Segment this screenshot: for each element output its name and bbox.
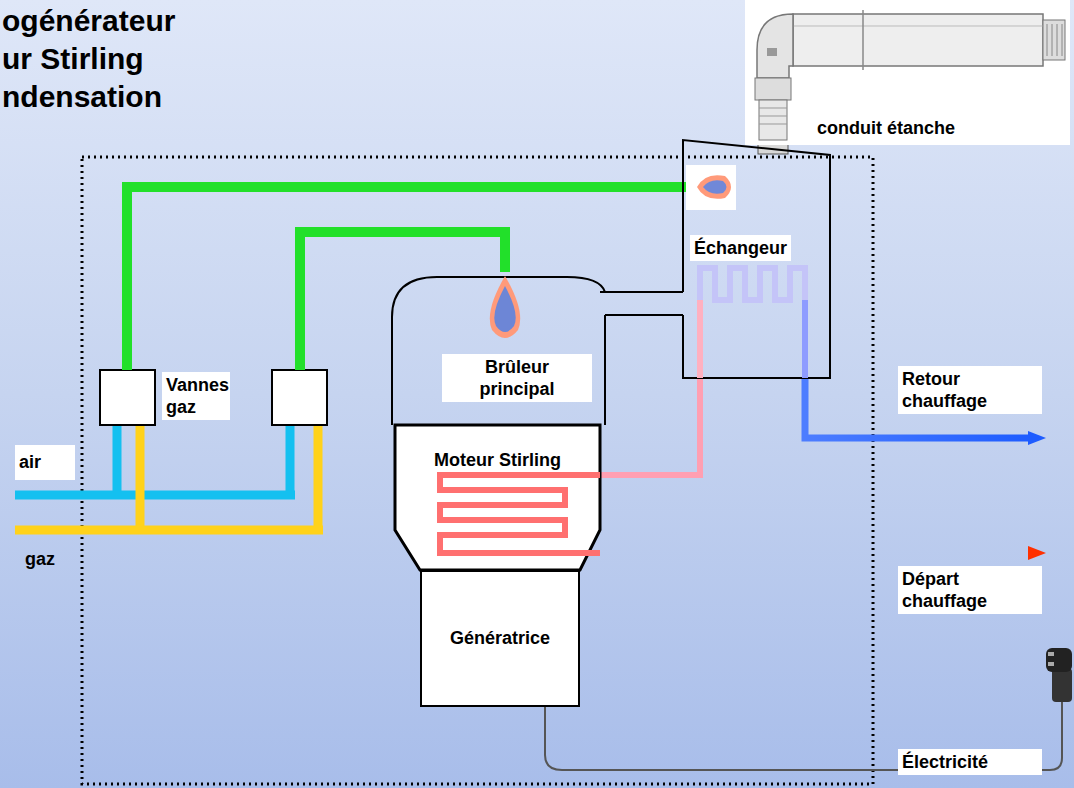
flame-symbol bbox=[490, 276, 520, 338]
component-box: Échangeur bbox=[683, 140, 830, 378]
plug-icon bbox=[1046, 648, 1072, 702]
node-label: conduit étanche bbox=[817, 117, 1067, 139]
mixture-pipe bbox=[300, 232, 505, 370]
arrow-head bbox=[1028, 431, 1046, 445]
diagram-title: ogénérateur ur Stirling ndensation bbox=[2, 2, 207, 116]
flame-symbol bbox=[697, 175, 731, 199]
system-boundary bbox=[82, 157, 873, 784]
component-box: Brûleur principal bbox=[392, 272, 605, 425]
node-outline bbox=[395, 425, 600, 570]
flue-duct bbox=[600, 292, 683, 315]
node-label: Brûleur principal bbox=[442, 354, 592, 402]
component-box: Moteur Stirling bbox=[395, 425, 600, 570]
gas-line bbox=[15, 425, 323, 530]
node-outline bbox=[392, 272, 605, 425]
stirling-coil bbox=[440, 475, 600, 553]
burner-chamber bbox=[392, 277, 605, 425]
component-box: conduit étanche bbox=[745, 0, 1070, 145]
node-label: Moteur Stirling bbox=[395, 449, 600, 471]
mixture-pipe bbox=[127, 187, 686, 370]
depart-pipe bbox=[600, 550, 1030, 557]
gas-valve bbox=[272, 370, 327, 425]
flame-patch bbox=[686, 165, 736, 210]
node-label: Échangeur bbox=[690, 235, 791, 261]
part-label: Retour chauffage bbox=[898, 366, 1042, 414]
arrow-head bbox=[1028, 546, 1046, 560]
flame-symbol bbox=[494, 286, 515, 332]
water-pipe bbox=[600, 378, 700, 475]
water-pipe bbox=[802, 300, 808, 378]
exchanger-outline bbox=[683, 140, 830, 378]
part-label: Vannes gaz bbox=[162, 372, 230, 420]
node-label: Génératrice bbox=[422, 627, 578, 649]
part-label: gaz bbox=[25, 548, 85, 570]
exchanger-coil bbox=[700, 268, 805, 300]
stirling-housing bbox=[395, 425, 600, 570]
part-label: Départ chauffage bbox=[898, 566, 1042, 614]
air-line bbox=[15, 425, 295, 495]
water-pipe bbox=[697, 300, 703, 378]
part-label: Électricité bbox=[898, 749, 1042, 775]
gas-valve bbox=[100, 370, 155, 425]
flame-symbol bbox=[703, 180, 727, 194]
part-label: air bbox=[15, 445, 75, 480]
component-box: Génératrice bbox=[420, 570, 580, 707]
